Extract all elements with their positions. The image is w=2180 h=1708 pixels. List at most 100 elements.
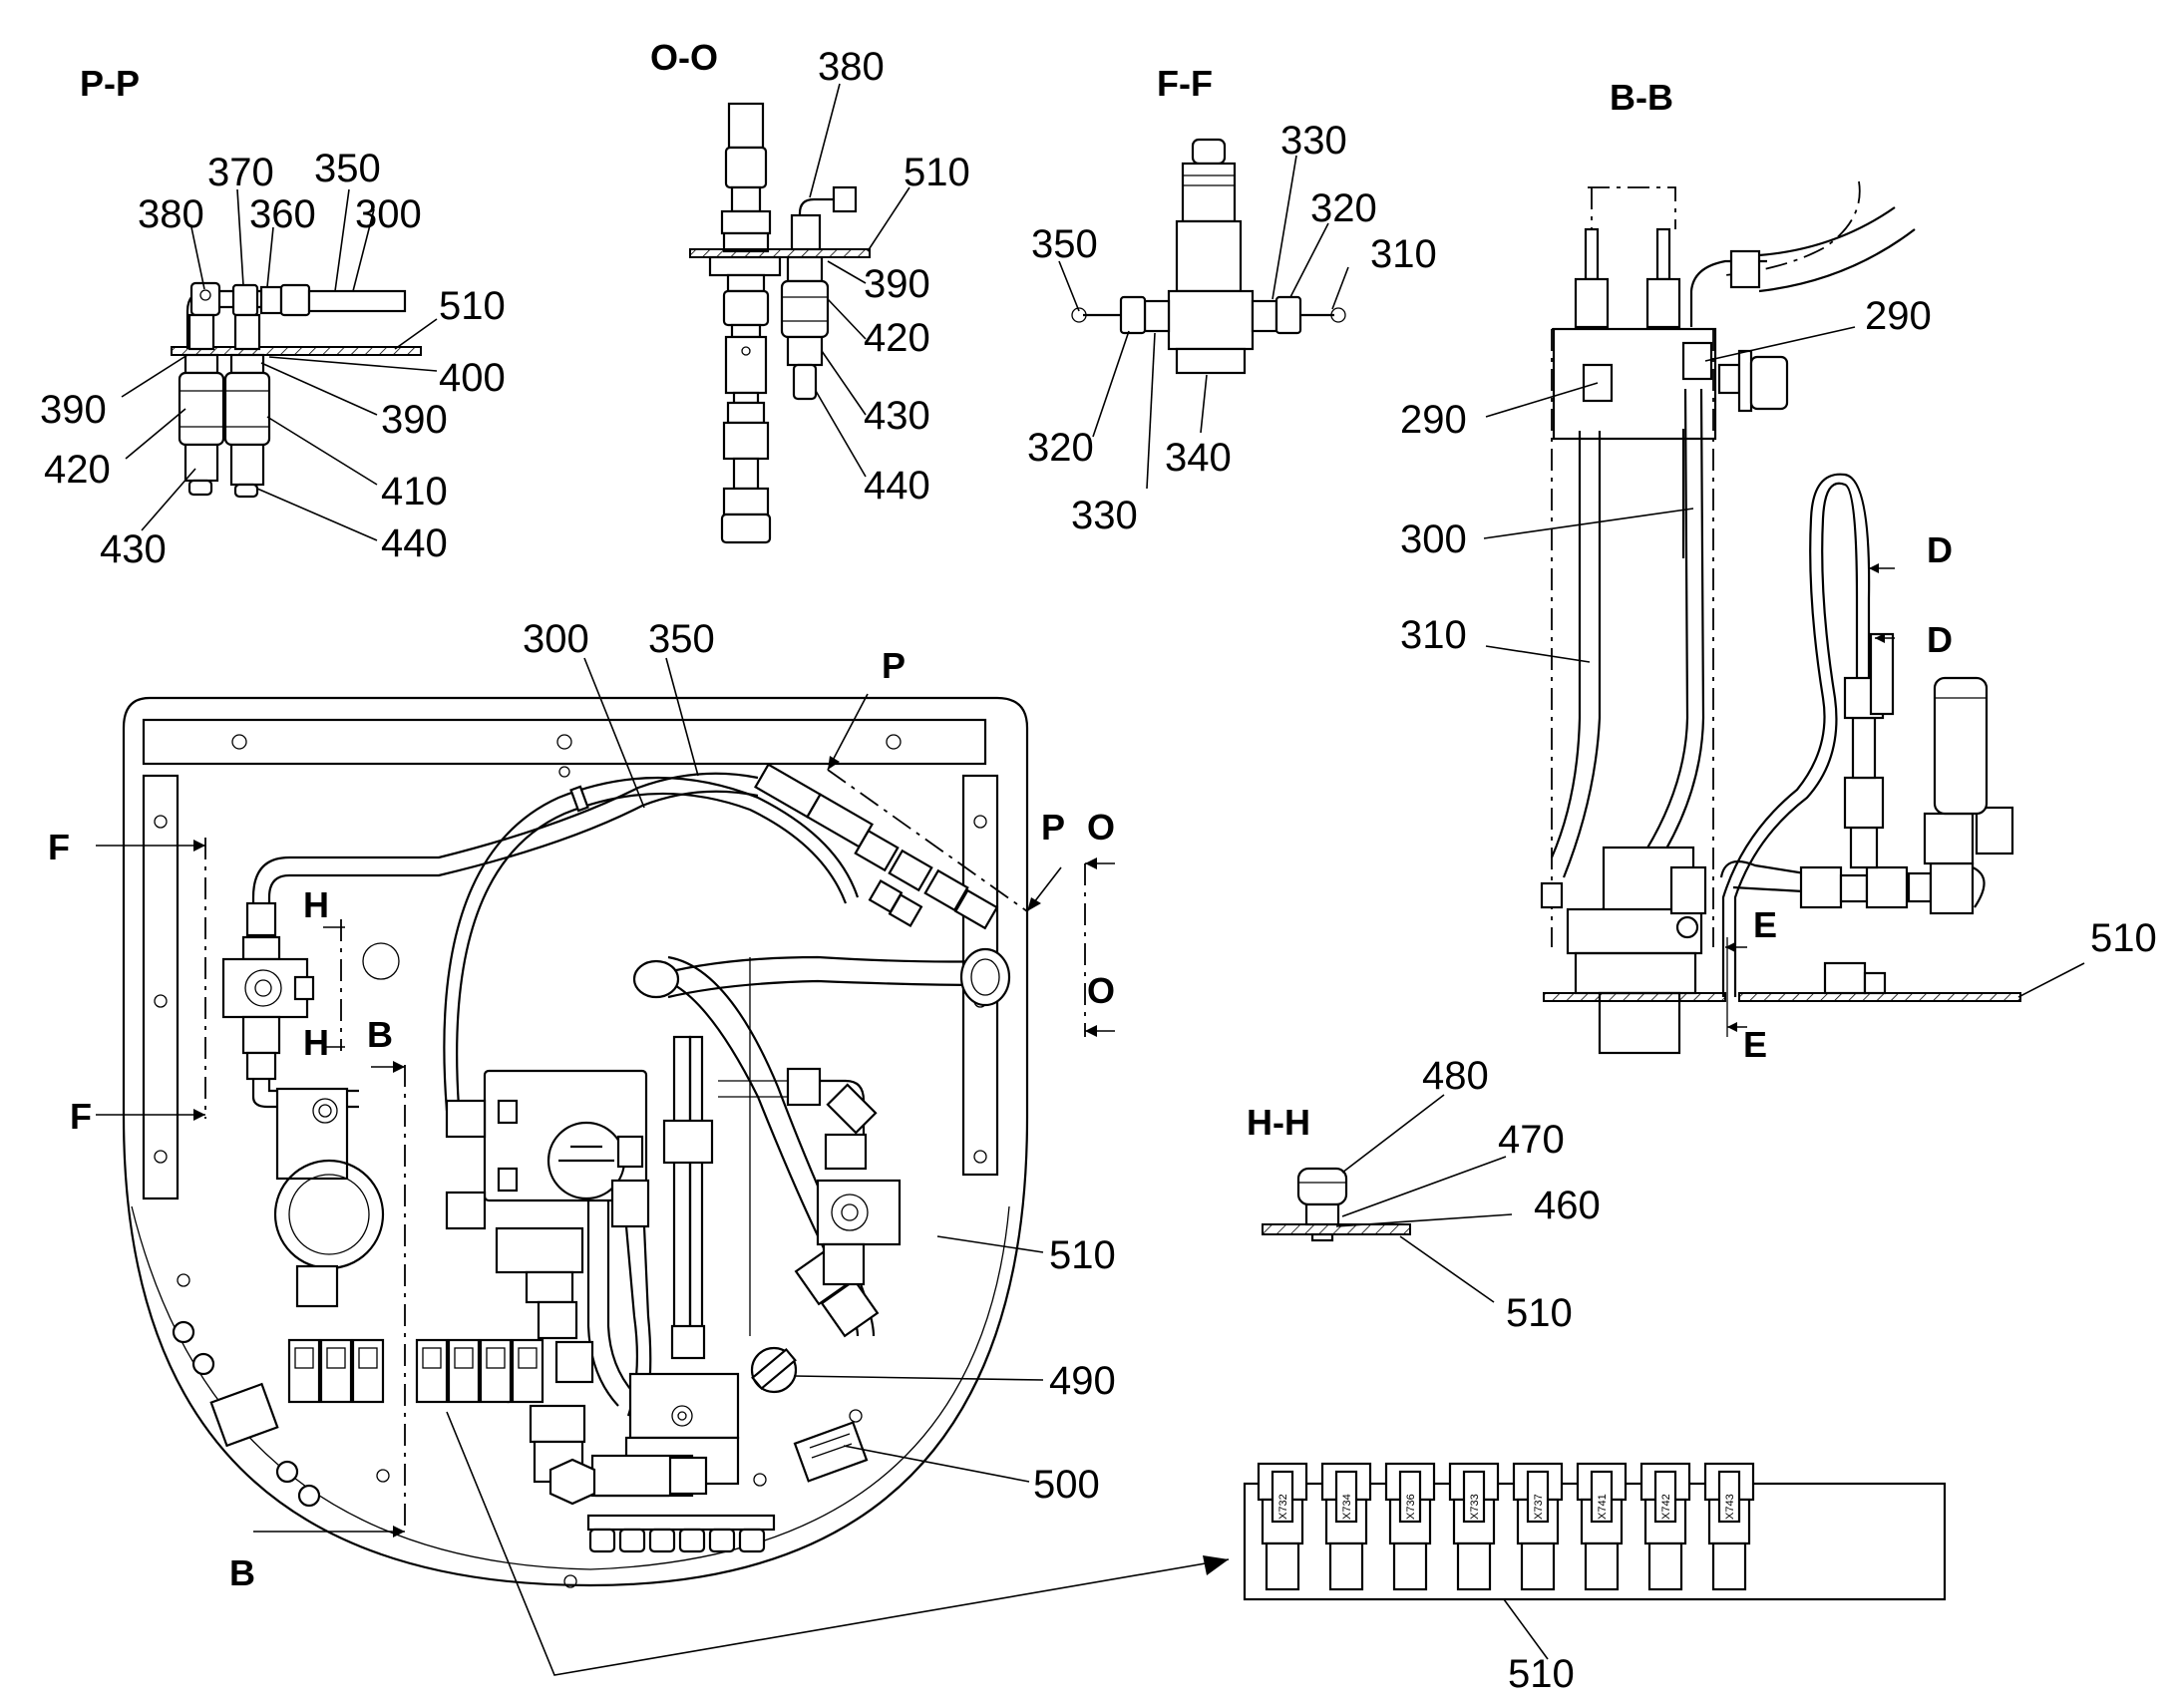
terminal-group-2 bbox=[415, 1338, 545, 1404]
bb-sensor bbox=[1933, 676, 1989, 816]
pp-label-390-right: 390 bbox=[381, 398, 448, 442]
valve-right bbox=[816, 1179, 902, 1246]
pp-label-440: 440 bbox=[381, 521, 448, 565]
pp-hose-300 bbox=[307, 289, 407, 313]
bb-gauge bbox=[1749, 355, 1789, 411]
hh-label-510: 510 bbox=[1506, 1291, 1573, 1335]
cut-h-bottom: H bbox=[303, 1022, 329, 1063]
cut-p-top: P bbox=[882, 645, 906, 686]
transmitter bbox=[275, 1087, 349, 1181]
plate-510-oo bbox=[689, 248, 871, 258]
main-label-510: 510 bbox=[1049, 1233, 1116, 1277]
oo-label-510: 510 bbox=[904, 151, 970, 194]
pp-fitting-350 bbox=[279, 283, 311, 317]
main-label-350: 350 bbox=[648, 617, 715, 661]
oo-elbow-380 bbox=[832, 185, 858, 213]
cut-o-bottom: O bbox=[1087, 970, 1115, 1011]
bb-label-310: 310 bbox=[1400, 613, 1467, 657]
oo-coupling-420 bbox=[780, 279, 830, 339]
cut-f-top: F bbox=[48, 827, 70, 867]
pp-label-360: 360 bbox=[249, 192, 316, 236]
bottom-terminals bbox=[588, 1528, 766, 1553]
hh-label-480: 480 bbox=[1422, 1054, 1489, 1098]
bb-cut-e-bottom: E bbox=[1743, 1024, 1767, 1065]
terminal-block: X742 bbox=[1639, 1462, 1691, 1591]
cut-b-top: B bbox=[367, 1014, 393, 1055]
ff-label-330-bottom: 330 bbox=[1071, 494, 1138, 537]
pp-label-390-left: 390 bbox=[40, 388, 107, 432]
oo-label-430: 430 bbox=[864, 394, 930, 438]
pp-label-430: 430 bbox=[100, 527, 167, 571]
pp-label-510: 510 bbox=[439, 284, 506, 328]
pp-label-400: 400 bbox=[439, 356, 506, 400]
pp-elbow-380 bbox=[189, 281, 221, 317]
valve-f bbox=[221, 957, 309, 1019]
oo-label-390: 390 bbox=[864, 262, 930, 306]
terminal-group-1 bbox=[287, 1338, 385, 1404]
terminal-tag: X733 bbox=[1469, 1494, 1481, 1520]
pp-label-420: 420 bbox=[44, 448, 111, 492]
section-pp-title: P-P bbox=[80, 63, 140, 104]
hh-label-470: 470 bbox=[1498, 1118, 1565, 1162]
section-bb: B-B bbox=[1400, 77, 2157, 1065]
terminal-tag: X734 bbox=[1341, 1494, 1353, 1520]
pp-coupling-410 bbox=[223, 371, 271, 447]
cut-b-bottom: B bbox=[229, 1552, 255, 1593]
terminal-block: X736 bbox=[1384, 1462, 1436, 1591]
oo-plug-440 bbox=[792, 363, 818, 401]
bb-label-290-left: 290 bbox=[1400, 398, 1467, 442]
terminal-block: X741 bbox=[1576, 1462, 1628, 1591]
pp-label-350: 350 bbox=[314, 147, 381, 190]
terminal-block: X733 bbox=[1448, 1462, 1500, 1591]
bb-cut-d-top: D bbox=[1927, 529, 1953, 570]
section-pp: P-P bbox=[40, 63, 506, 571]
pp-label-410: 410 bbox=[381, 470, 448, 513]
pp-label-370: 370 bbox=[207, 151, 274, 194]
terminal-tag: X741 bbox=[1597, 1494, 1609, 1520]
terminal-tag: X742 bbox=[1660, 1494, 1672, 1520]
bb-cut-e-top: E bbox=[1753, 904, 1777, 945]
hose-350 bbox=[289, 772, 759, 859]
section-oo-title: O-O bbox=[650, 37, 718, 78]
ff-valve-340 bbox=[1167, 289, 1255, 351]
bb-cut-d-bottom: D bbox=[1927, 619, 1953, 660]
bb-label-300: 300 bbox=[1400, 517, 1467, 561]
cut-p-right: P bbox=[1041, 807, 1065, 848]
terminal-block: X732 bbox=[1257, 1462, 1308, 1591]
plate-510-hh bbox=[1262, 1223, 1411, 1235]
oo-label-420: 420 bbox=[864, 316, 930, 360]
cut-h-top: H bbox=[303, 884, 329, 925]
pp-nut-360 bbox=[259, 285, 283, 315]
section-ff: F-F 350 330 320 310 320 340 330 bbox=[1027, 63, 1437, 537]
hh-button-480 bbox=[1296, 1167, 1348, 1206]
plate-510-pp bbox=[171, 346, 422, 356]
hh-label-460: 460 bbox=[1534, 1184, 1601, 1227]
terminal-tag: X736 bbox=[1405, 1494, 1417, 1520]
section-ff-title: F-F bbox=[1157, 63, 1213, 104]
bb-body bbox=[1552, 327, 1717, 441]
pp-coupling-420 bbox=[178, 371, 225, 447]
pp-plug-440 bbox=[229, 443, 265, 487]
ff-label-320-top: 320 bbox=[1310, 186, 1377, 230]
terminal-tag: X732 bbox=[1277, 1494, 1289, 1520]
ff-label-340: 340 bbox=[1165, 436, 1232, 480]
main-label-490: 490 bbox=[1049, 1359, 1116, 1403]
bb-label-290-right: 290 bbox=[1865, 294, 1932, 338]
main-base-plate bbox=[122, 696, 1029, 1587]
ff-actuator bbox=[1181, 162, 1237, 223]
plate-510-bb bbox=[1738, 992, 2021, 1002]
oo-label-380: 380 bbox=[818, 45, 885, 89]
ff-label-310: 310 bbox=[1370, 232, 1437, 276]
terminal-block: X743 bbox=[1703, 1462, 1755, 1591]
cut-f-bottom: F bbox=[70, 1096, 92, 1137]
connector-chain bbox=[754, 763, 999, 930]
terminal-tag: X737 bbox=[1533, 1494, 1545, 1520]
main-view: P P O O F F H H B B 300 350 510 490 500 bbox=[48, 617, 1116, 1593]
oo-label-440: 440 bbox=[864, 464, 930, 508]
top-rail bbox=[142, 718, 987, 766]
section-hh: H-H 480 470 460 510 bbox=[1247, 1054, 1601, 1335]
left-rail bbox=[142, 774, 180, 1200]
terminal-block: X734 bbox=[1320, 1462, 1372, 1591]
